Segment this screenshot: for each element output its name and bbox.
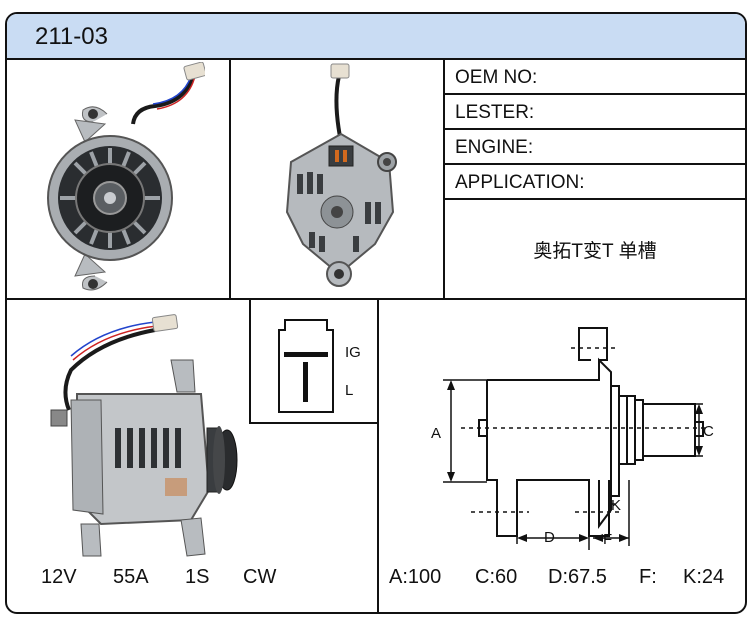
dim-k-label: K xyxy=(611,497,621,514)
oem-no-label: OEM NO: xyxy=(455,67,538,88)
engine-label: ENGINE: xyxy=(455,137,534,158)
dimension-drawing: A C D F K xyxy=(431,327,714,550)
row-divider xyxy=(7,298,745,300)
column-divider-2 xyxy=(443,58,445,298)
alternator-front-view-photo xyxy=(47,62,205,291)
column-divider-1 xyxy=(229,58,231,298)
title-bar: 211-03 xyxy=(7,14,745,60)
spec-row-divider xyxy=(443,198,745,200)
spec-row-divider xyxy=(443,93,745,95)
dim-f-value: F: xyxy=(639,566,657,588)
pin-ig-label: IG xyxy=(345,344,361,361)
dim-k-value: K:24 xyxy=(683,566,725,588)
part-number-title: 211-03 xyxy=(35,23,108,50)
spec-row-divider xyxy=(443,128,745,130)
dim-d-value: D:67.5 xyxy=(548,566,607,588)
current-rating: 55A xyxy=(113,566,149,588)
application-label: APPLICATION: xyxy=(455,172,585,193)
connector-pin-l xyxy=(303,362,308,402)
dim-c-label: C xyxy=(703,423,714,440)
dim-d-label: D xyxy=(544,529,555,546)
dim-a-value: A:100 xyxy=(389,566,442,588)
pin-l-label: L xyxy=(345,382,354,399)
connector-box-left xyxy=(249,298,251,422)
dim-c-value: C:60 xyxy=(475,566,518,588)
application-value: 奥拓T变T 单槽 xyxy=(533,241,657,262)
pulley-rating: 1S xyxy=(185,566,210,588)
voltage-rating: 12V xyxy=(41,566,77,588)
dim-a-label: A xyxy=(431,425,441,442)
alternator-side-view-photo xyxy=(50,314,238,557)
column-divider-3 xyxy=(377,298,379,612)
connector-pin-ig xyxy=(284,352,328,357)
connector-diagram xyxy=(278,319,334,413)
alternator-rear-view-photo xyxy=(285,63,397,287)
dim-f-label: F xyxy=(603,531,612,548)
spec-row-divider xyxy=(443,163,745,165)
connector-box-bottom xyxy=(249,422,377,424)
product-sheet: 211-03 OEM NO: LESTER: ENGINE: APPLICATI… xyxy=(5,12,747,614)
rotation-rating: CW xyxy=(243,566,277,588)
lester-label: LESTER: xyxy=(455,102,535,123)
